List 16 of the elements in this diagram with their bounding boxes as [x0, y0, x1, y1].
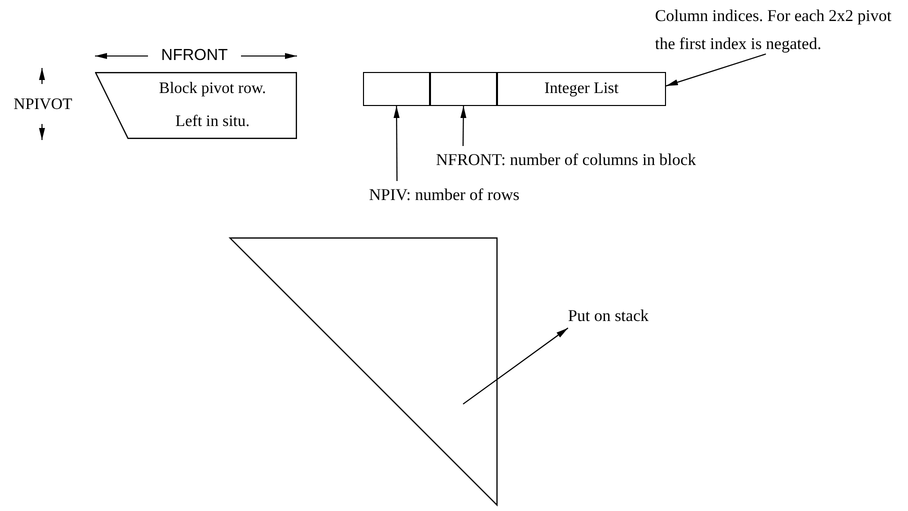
- list-cell: [363, 72, 430, 106]
- leader-line: [666, 53, 766, 86]
- list-cell: [430, 72, 497, 106]
- dimension-label: NPIVOT: [14, 95, 72, 115]
- callout-text: Column indices. For each 2x2 pivot the first index is negated.: [655, 6, 892, 53]
- triangle-shape: [230, 238, 497, 505]
- block-text: Block pivot row.: [159, 80, 266, 97]
- arrow: [460, 106, 466, 146]
- arrow: [462, 328, 568, 405]
- block-text: Left in situ.: [175, 114, 250, 130]
- annotation-text: NPIV: number of rows: [369, 185, 520, 204]
- annotation-text: NFRONT: number of columns in block: [436, 150, 696, 169]
- arrow: [394, 106, 400, 181]
- list-cell: Integer List: [497, 72, 666, 106]
- annotation-text: Put on stack: [568, 306, 649, 325]
- dimension-label: NFRONT: [161, 46, 228, 66]
